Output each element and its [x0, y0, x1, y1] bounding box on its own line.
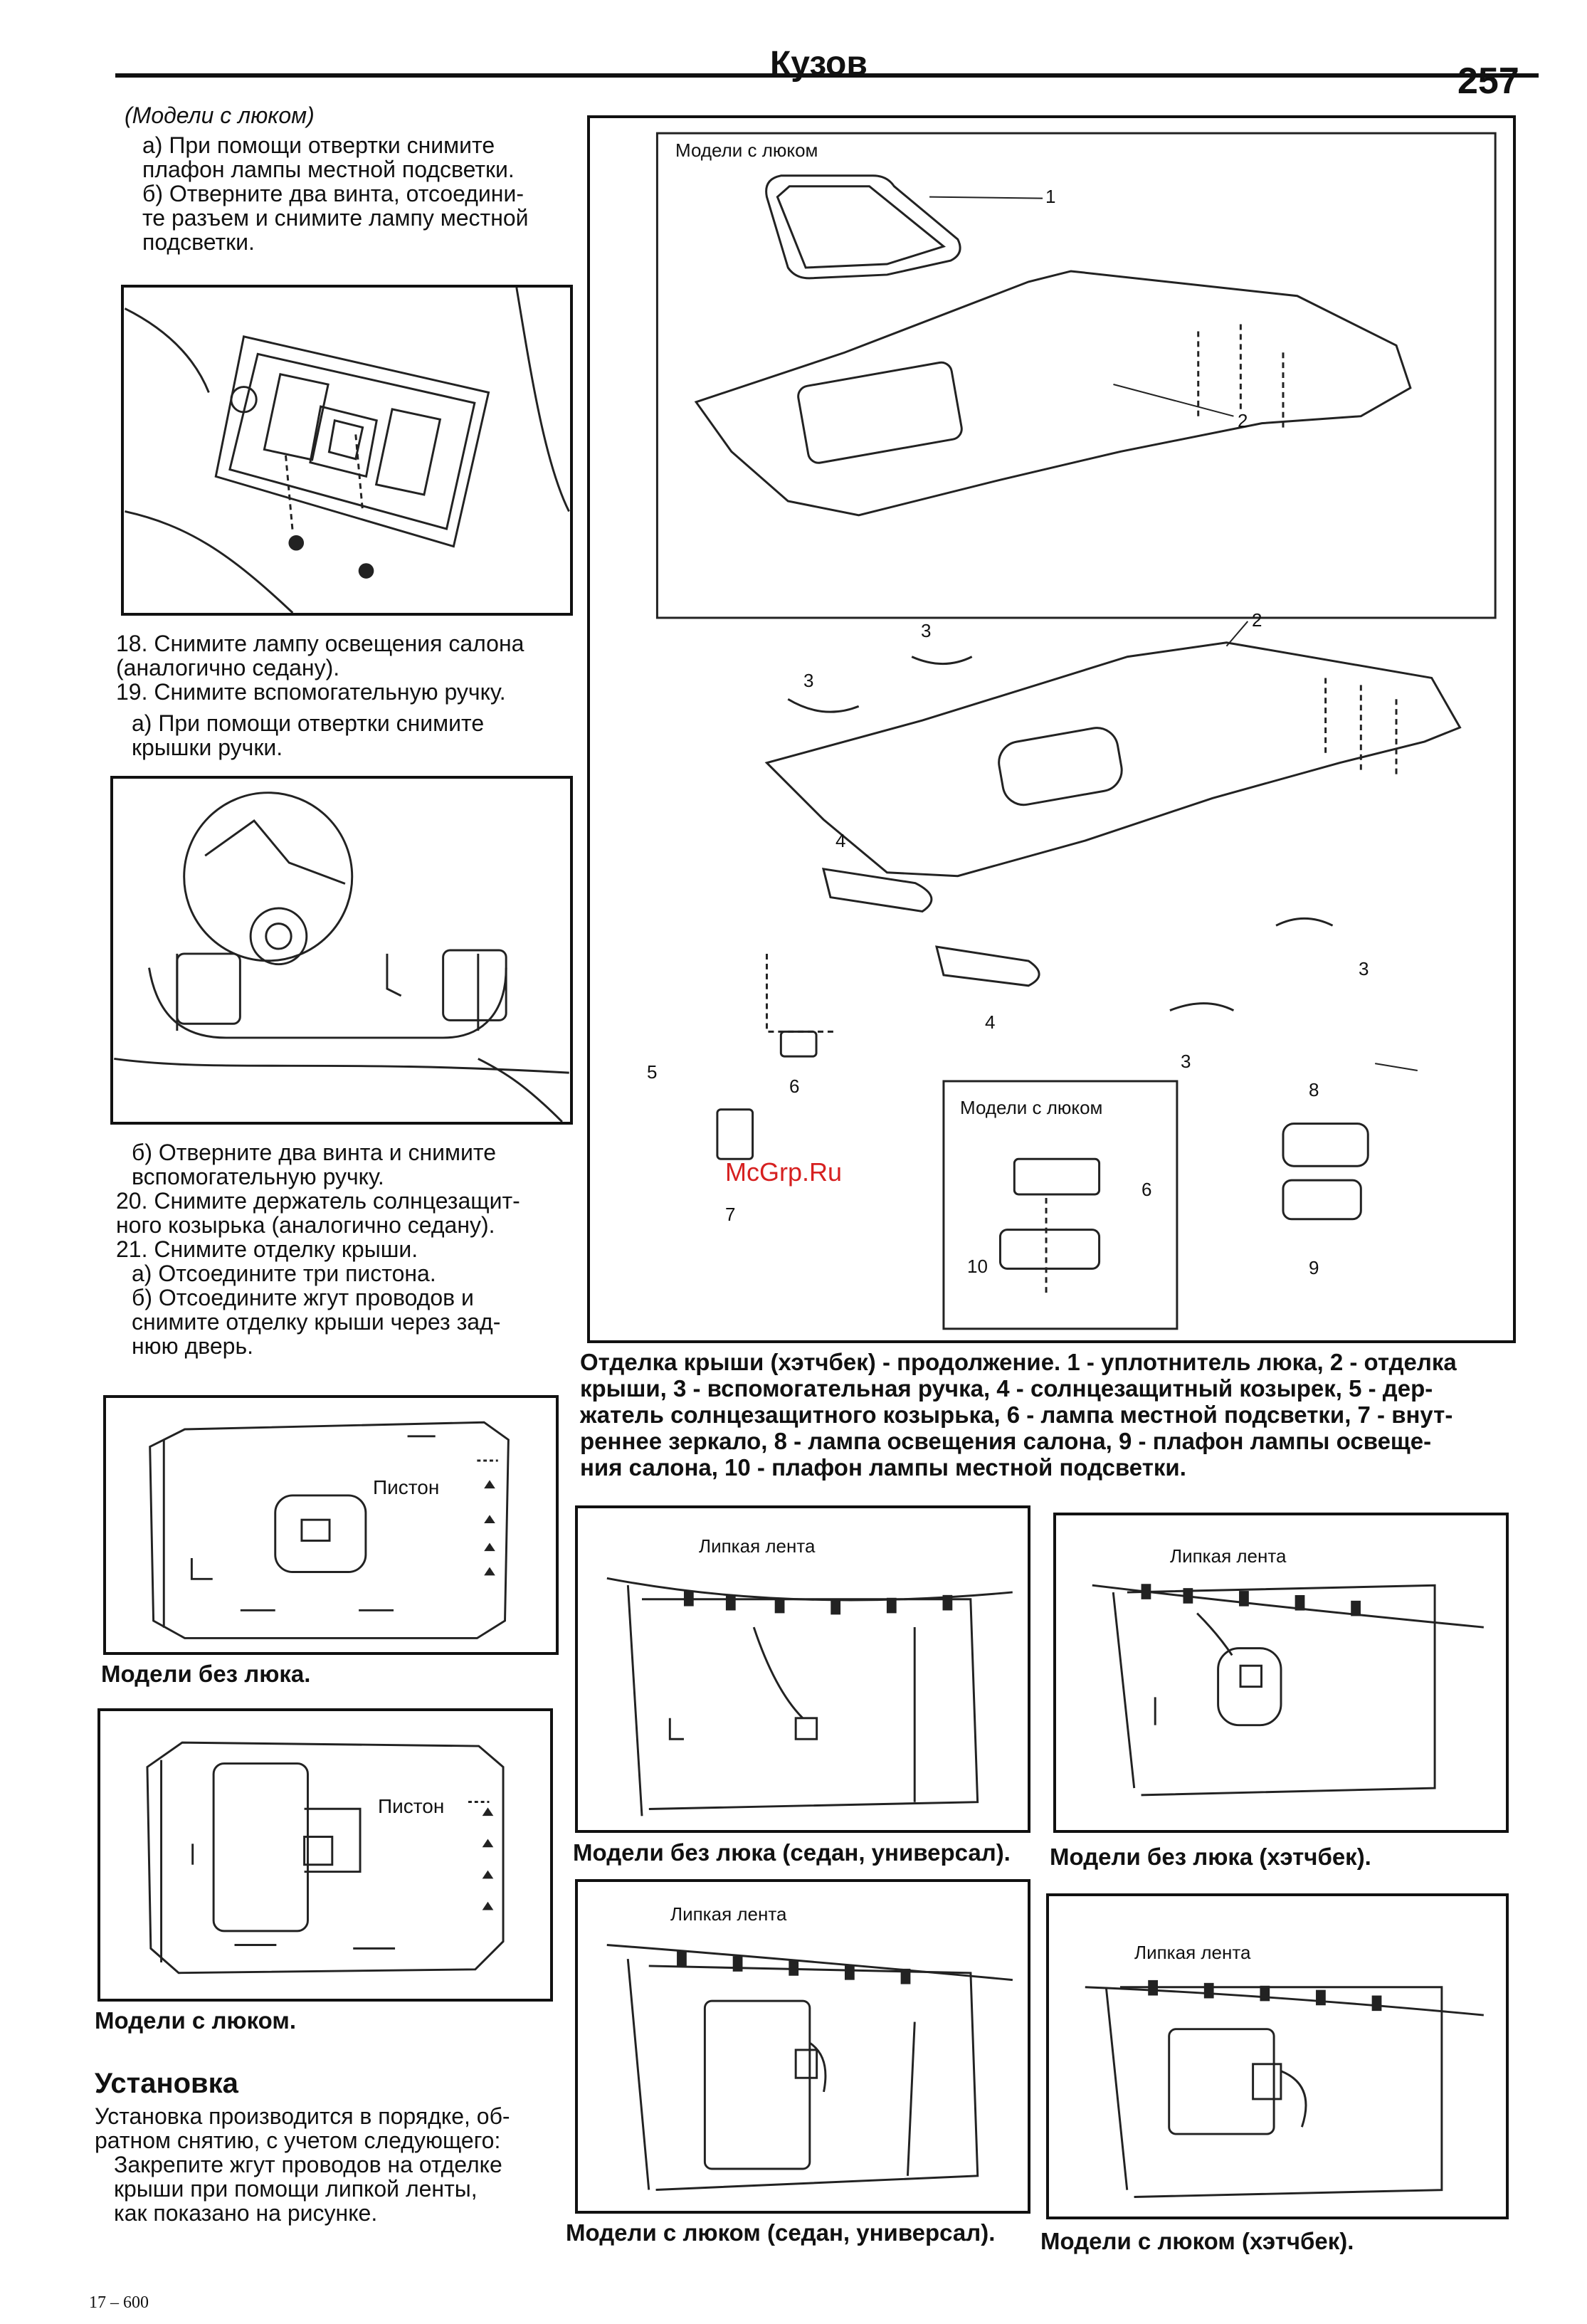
callout-2-top: 2 [1238, 410, 1248, 431]
left-lower-line-5: 21. Снимите отделку крыши. [116, 1236, 418, 1262]
header-rule [115, 73, 1539, 78]
no-sunroof-piston-label: Пистон [373, 1476, 440, 1498]
tape-caption-4: Модели с люком (хэтчбек). [1040, 2228, 1354, 2254]
figure-tape-no-sunroof-sedan: Липкая лента [575, 1505, 1030, 1833]
install-line-5: как показано на рисунке. [114, 2200, 378, 2226]
watermark: McGrp.Ru [725, 1157, 843, 1187]
left-lower-line-3: 20. Снимите держатель солнцезащит- [116, 1188, 520, 1214]
left-lower-line-9: нюю дверь. [132, 1333, 254, 1359]
left-top-line-5: подсветки. [142, 229, 255, 255]
callout-2-lower: 2 [1252, 609, 1262, 631]
callout-4-b: 4 [985, 1011, 996, 1033]
figure-no-sunroof: Пистон [103, 1395, 559, 1655]
assist-grip-drawing [114, 792, 569, 1122]
callout-3-b: 3 [803, 670, 814, 691]
callout-4-a: 4 [835, 830, 846, 851]
install-line-1: Установка производится в порядке, об- [95, 2103, 510, 2129]
inner-box-label: Модели с люком [960, 1097, 1103, 1118]
tape-sunroof-hatchback-drawing [1085, 1979, 1484, 2198]
left-top-line-2: плафон лампы местной подсветки. [142, 157, 515, 182]
left-mid-line-5: крышки ручки. [132, 735, 283, 760]
left-lower-line-4: ного козырька (аналогично седану). [116, 1212, 495, 1238]
headliner-sunroof-drawing [146, 1741, 505, 1975]
tape-caption-2: Модели без люка (хэтчбек). [1050, 1844, 1371, 1870]
callout-6-b: 6 [1142, 1179, 1152, 1200]
caption-sunroof: Модели с люком. [95, 2007, 296, 2034]
sunroof-piston-label: Пистон [378, 1795, 445, 1817]
figure-tape-sunroof-sedan: Липкая лента [575, 1879, 1030, 2214]
left-mid-line-3: 19. Снимите вспомогательную ручку. [116, 679, 506, 705]
left-top-line-4: те разъем и снимите лампу местной [142, 205, 529, 231]
left-mid-line-4: а) При помощи отвертки снимите [132, 710, 485, 736]
footer-code: 17 – 600 [89, 2293, 149, 2312]
map-lamp-drawing [124, 288, 570, 613]
figure-roof-trim-exploded: Модели с люком Модели с люком McGrp.Ru 1… [587, 115, 1516, 1343]
figure-tape-sunroof-hatchback: Липкая лента [1046, 1893, 1509, 2219]
left-top-heading: (Модели с люком) [125, 102, 315, 128]
roof-trim-caption-line-2: крыши, 3 - вспомогательная ручка, 4 - со… [580, 1375, 1433, 1402]
tape-label-3: Липкая лента [670, 1903, 787, 1925]
left-lower-line-2: вспомогательную ручку. [132, 1164, 384, 1189]
page-number: 257 [1457, 61, 1519, 102]
callout-3-c: 3 [1359, 958, 1369, 979]
tape-label-2: Липкая лента [1170, 1545, 1287, 1567]
left-lower-line-8: снимите отделку крыши через зад- [132, 1309, 501, 1335]
top-box-label: Модели с люком [675, 140, 818, 161]
caption-no-sunroof: Модели без люка. [101, 1661, 311, 1687]
roof-trim-exploded-drawing [655, 132, 1497, 1330]
header-title: Кузов [770, 45, 868, 83]
tape-no-sunroof-hatchback-drawing [1092, 1584, 1484, 1797]
tape-sunroof-sedan-drawing [606, 1943, 1013, 2191]
install-line-4: крыши при помощи липкой ленты, [114, 2176, 478, 2202]
figure-sunroof: Пистон [97, 1708, 553, 2002]
callout-1: 1 [1045, 186, 1056, 207]
callout-8: 8 [1309, 1079, 1319, 1100]
install-line-3: Закрепите жгут проводов на отделке [114, 2152, 502, 2177]
callout-3-a: 3 [921, 620, 932, 641]
figure-map-lamp [121, 285, 573, 616]
figure-tape-no-sunroof-hatchback: Липкая лента [1053, 1513, 1509, 1833]
tape-caption-3: Модели с люком (седан, универсал). [566, 2219, 996, 2246]
callout-9: 9 [1309, 1257, 1319, 1278]
left-lower-line-1: б) Отверните два винта и снимите [132, 1140, 496, 1165]
left-mid-line-1: 18. Снимите лампу освещения салона [116, 631, 524, 656]
install-heading: Установка [95, 2068, 238, 2099]
callout-3-d: 3 [1181, 1051, 1191, 1072]
left-mid-line-2: (аналогично седану). [116, 655, 340, 680]
left-top-line-3: б) Отверните два винта, отсоедини- [142, 181, 524, 206]
left-lower-line-6: а) Отсоедините три пистона. [132, 1261, 436, 1286]
left-top-line-1: а) При помощи отвертки снимите [142, 132, 495, 158]
tape-label-1: Липкая лента [699, 1535, 816, 1557]
tape-caption-1: Модели без люка (седан, универсал). [573, 1839, 1011, 1866]
figure-assist-grip [110, 776, 573, 1125]
tape-no-sunroof-sedan-drawing [606, 1577, 1013, 1816]
roof-trim-caption-line-3: жатель солнцезащитного козырька, 6 - лам… [580, 1402, 1453, 1428]
roof-trim-caption-line-5: ния салона, 10 - плафон лампы местной по… [580, 1454, 1186, 1481]
roof-trim-caption-line-4: реннее зеркало, 8 - лампа освещения сало… [580, 1428, 1432, 1454]
callout-6-a: 6 [789, 1076, 800, 1097]
tape-label-4: Липкая лента [1134, 1942, 1251, 1963]
headliner-no-sunroof-drawing [149, 1421, 510, 1639]
install-line-2: ратном снятию, с учетом следующего: [95, 2128, 501, 2153]
callout-7: 7 [725, 1204, 736, 1225]
callout-5: 5 [647, 1061, 658, 1083]
callout-10: 10 [967, 1256, 988, 1277]
left-lower-line-7: б) Отсоедините жгут проводов и [132, 1285, 474, 1310]
roof-trim-caption-line-1: Отделка крыши (хэтчбек) - продолжение. 1… [580, 1349, 1457, 1375]
